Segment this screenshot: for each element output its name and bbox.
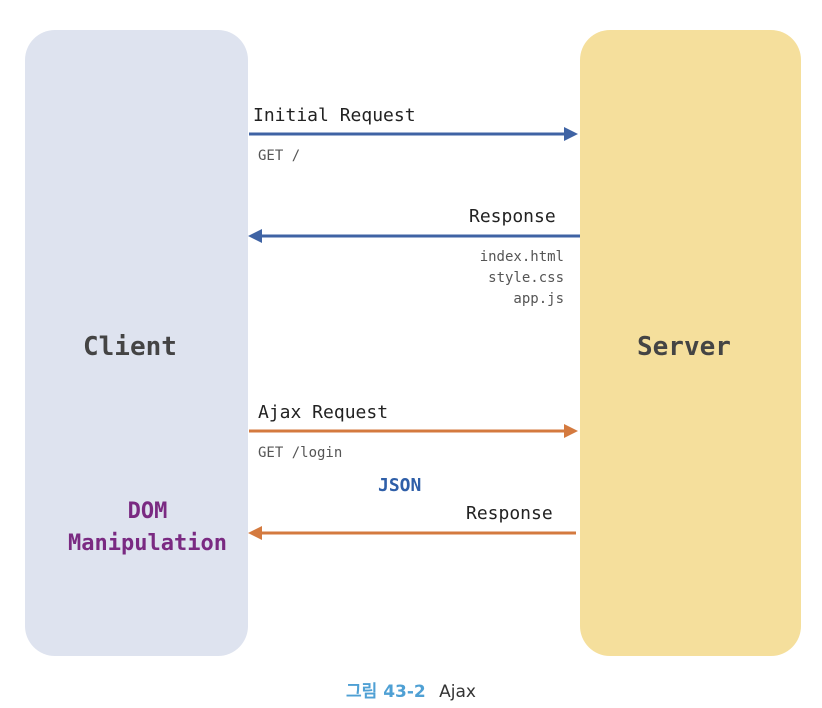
caption-title: Ajax [439,682,476,702]
ajax-request-detail: GET /login [258,445,343,461]
response-label-1: Response [469,206,556,227]
dom-label-line2: Manipulation [68,531,227,556]
arrow-response-2 [248,526,576,540]
dom-label-line1: DOM [127,499,168,524]
figure-caption: 그림 43-2 Ajax [0,677,822,702]
caption-prefix: 그림 43-2 [346,682,426,702]
response-file-css: style.css [488,270,564,286]
arrow-response-1 [248,229,580,243]
response-label-2: Response [466,503,553,524]
arrow-initial-request [249,127,578,141]
initial-request-detail: GET / [258,148,301,164]
json-payload-label: JSON [378,475,422,496]
initial-request-label: Initial Request [253,105,416,126]
ajax-request-label: Ajax Request [258,402,389,423]
arrow-ajax-request [249,424,578,438]
response-file-js: app.js [513,291,564,307]
client-panel [25,30,248,656]
dom-manipulation-label: DOM Manipulation [40,496,255,560]
response-files: index.html style.css app.js [480,247,564,310]
client-label: Client [83,332,177,362]
server-label: Server [637,332,731,362]
response-file-html: index.html [479,249,564,265]
server-panel [580,30,801,656]
